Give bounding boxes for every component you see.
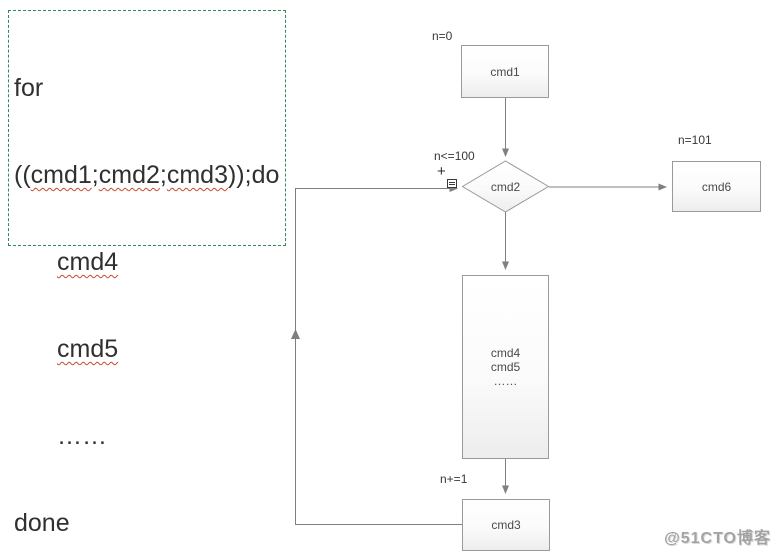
code-text: ));do <box>227 161 280 189</box>
process-node-cmd3[interactable]: cmd3 <box>462 499 550 551</box>
code-text: ; <box>91 161 99 189</box>
decision-node-cmd2-shape[interactable] <box>461 160 550 213</box>
clipboard-cursor-icon <box>447 179 457 188</box>
code-line-cmd5: cmd5 <box>14 335 285 364</box>
loop-direction-arrowhead <box>291 329 300 339</box>
code-text-cmd2: cmd2 <box>98 161 160 189</box>
node-label-line2: cmd5 <box>490 360 521 374</box>
code-line-ellipsis: …… <box>14 422 285 451</box>
code-text: …… <box>57 422 107 450</box>
node-label-line1: cmd4 <box>490 346 521 360</box>
code-text: done <box>14 509 70 537</box>
code-line-loop-header: ((cmd1;cmd2;cmd3));do <box>14 161 285 190</box>
code-line-done: done <box>14 509 285 538</box>
crosshair-plus-icon: + <box>437 163 446 180</box>
node-label: cmd1 <box>490 64 520 79</box>
node-label: cmd3 <box>491 518 521 532</box>
annotation-n-increment: n+=1 <box>440 472 468 486</box>
code-text-cmd1: cmd1 <box>30 161 92 189</box>
connector-cmd3-loop-to-cmd2[interactable] <box>295 185 463 525</box>
code-line-for: for <box>14 74 285 103</box>
code-text: for <box>14 74 44 102</box>
code-text: (( <box>14 161 31 189</box>
code-text-cmd3: cmd3 <box>166 161 228 189</box>
process-node-cmd1[interactable]: cmd1 <box>461 45 549 98</box>
process-node-cmd6[interactable]: cmd6 <box>672 161 761 212</box>
watermark-51cto: @51CTO博客 <box>664 530 771 547</box>
node-label: cmd6 <box>701 179 732 194</box>
code-line-cmd4: cmd4 <box>14 248 285 277</box>
annotation-loop-condition: n<=100 <box>434 149 475 163</box>
code-text: ; <box>159 161 167 189</box>
annotation-n-equals-101: n=101 <box>678 133 712 147</box>
node-label: cmd2 <box>490 179 521 194</box>
code-text-cmd5: cmd5 <box>57 335 119 363</box>
code-snippet-box[interactable]: for ((cmd1;cmd2;cmd3));do cmd4 cmd5 …… d… <box>8 10 286 537</box>
code-text-cmd4: cmd4 <box>57 248 119 276</box>
process-node-loop-body[interactable]: cmd4 cmd5 …… <box>462 275 549 459</box>
decision-node-cmd2-label: cmd2 <box>462 161 549 212</box>
annotation-n-equals-0: n=0 <box>432 29 453 43</box>
node-label-line3: …… <box>493 374 518 388</box>
